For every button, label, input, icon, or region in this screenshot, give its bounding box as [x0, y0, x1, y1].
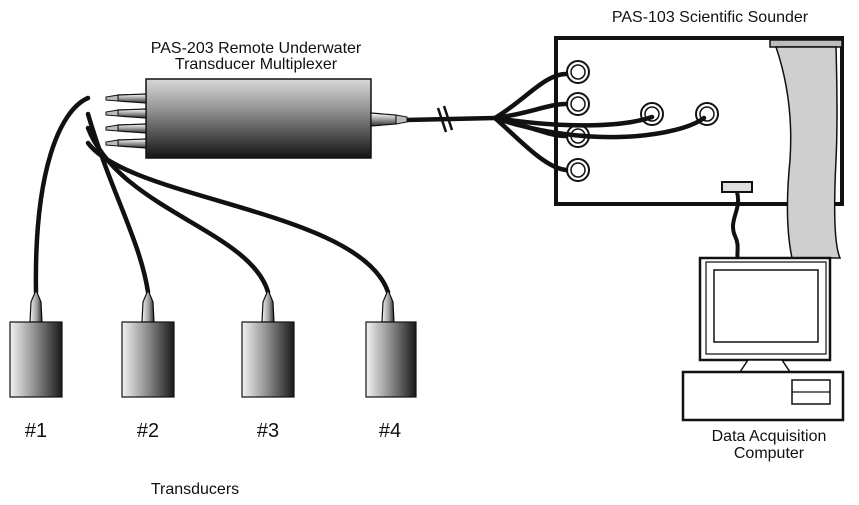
sounder-label: PAS-103 Scientific Sounder — [570, 9, 850, 27]
sounder-connector-2 — [567, 93, 589, 115]
transducer-1 — [10, 290, 62, 397]
multiplexer — [106, 79, 407, 158]
transducer-3 — [242, 290, 294, 397]
transducer-1-label: #1 — [8, 420, 64, 442]
computer-base-unit — [683, 372, 843, 420]
sounder-connector-4 — [567, 159, 589, 181]
computer-screen — [714, 270, 818, 342]
computer — [683, 258, 843, 420]
multiplexer-port-1 — [106, 94, 146, 103]
multiplexer-trunk-port — [371, 113, 407, 126]
computer-label-line1: Data Acquisition — [679, 428, 859, 446]
sounder-data-port — [722, 182, 752, 192]
transducer-2 — [122, 290, 174, 397]
multiplexer-body — [146, 79, 371, 158]
transducer-2-label: #2 — [120, 420, 176, 442]
sounder-connector-5 — [641, 103, 663, 125]
multiplexer-port-3 — [106, 124, 146, 133]
transducer-4-label: #4 — [362, 420, 418, 442]
multiplexer-port-2 — [106, 109, 146, 118]
transducers-group-label: Transducers — [130, 481, 260, 499]
monitor-stand — [740, 360, 790, 372]
transducer-4 — [366, 290, 416, 397]
sounder-connector-1 — [567, 61, 589, 83]
multiplexer-port-4 — [106, 139, 146, 148]
multiplexer-label-line2: Transducer Multiplexer — [96, 56, 416, 74]
transducer-3-label: #3 — [240, 420, 296, 442]
computer-monitor — [700, 258, 830, 360]
computer-label-line2: Computer — [679, 445, 859, 463]
sounder — [556, 38, 842, 258]
